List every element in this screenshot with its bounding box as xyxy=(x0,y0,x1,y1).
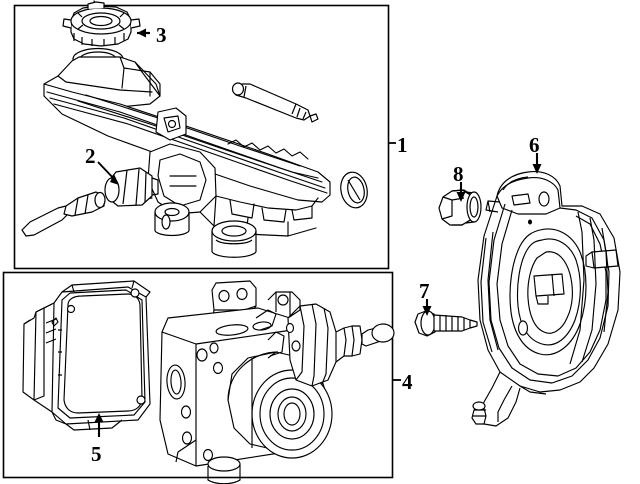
part-seal-oring xyxy=(340,171,368,209)
callout-label-4: 4 xyxy=(402,370,413,394)
part-abs-modulator-assembly xyxy=(159,280,395,484)
callout-2-arrow xyxy=(97,161,119,185)
callout-3-arrow xyxy=(137,28,150,38)
part-abs-control-module xyxy=(22,280,151,431)
callout-label-2: 2 xyxy=(85,144,96,168)
part-reservoir-grommet xyxy=(211,220,257,258)
part-reservoir-cap xyxy=(62,0,141,47)
panel-lower-border xyxy=(2,271,394,479)
callout-6-arrow xyxy=(532,153,542,174)
panel-upper-border xyxy=(13,4,390,270)
callout-label-7: 7 xyxy=(419,279,430,303)
part-hex-nut xyxy=(438,189,482,226)
part-sensor-with-lead xyxy=(21,191,106,237)
part-mounting-bracket xyxy=(471,171,621,427)
callout-8-arrow xyxy=(456,182,466,202)
callout-5-arrow xyxy=(94,413,104,437)
part-bracket-bolt xyxy=(414,310,478,337)
part-grommet-bushing xyxy=(154,202,190,237)
callout-7-arrow xyxy=(422,299,432,316)
callout-label-1: 1 xyxy=(397,133,408,157)
callout-label-3: 3 xyxy=(156,23,167,47)
callout-label-8: 8 xyxy=(453,162,464,186)
callout-label-5: 5 xyxy=(91,442,102,466)
part-hydraulic-hose xyxy=(231,82,319,123)
callout-label-6: 6 xyxy=(529,133,540,157)
part-master-cylinder-assembly xyxy=(43,47,331,237)
part-pressure-sensor-switch xyxy=(104,167,159,207)
